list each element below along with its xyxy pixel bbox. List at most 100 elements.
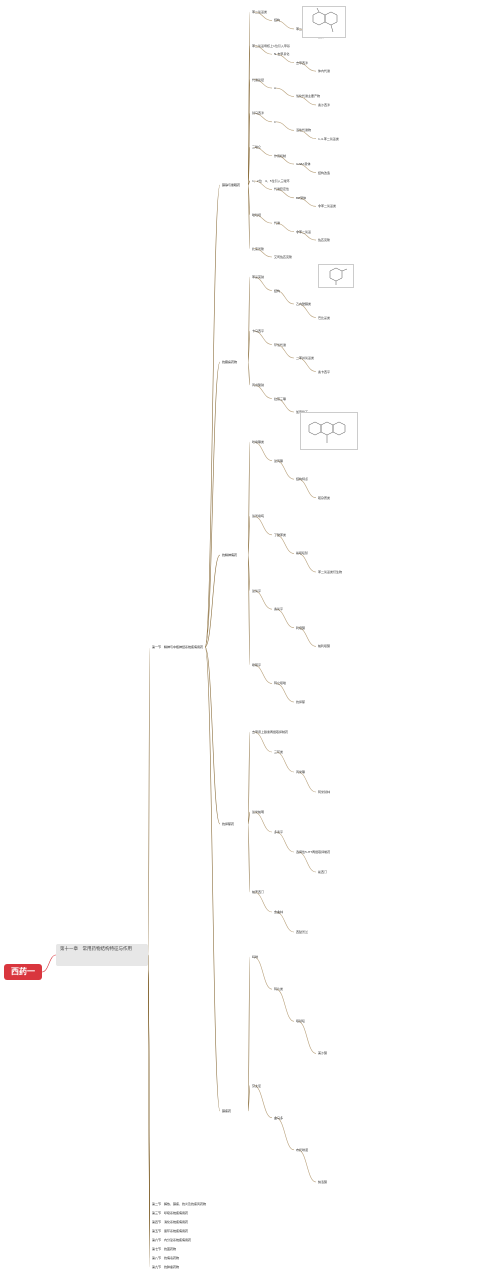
label-node-24[interactable]: 唑吡坦 [252, 212, 262, 217]
label-node-9[interactable]: A [274, 86, 277, 91]
label-node-61[interactable]: 多塞平 [274, 830, 284, 834]
label-node-70[interactable]: 美沙酮 [318, 1051, 328, 1056]
topic-node-2[interactable]: 抗癫痫药物 [222, 360, 238, 364]
label-node-12[interactable]: 替马西泮 [252, 111, 265, 116]
connector-line [147, 647, 151, 956]
chapter-node-1[interactable]: 第一节 精神与中枢神经系统疾病用药 [152, 645, 204, 649]
label-node-36[interactable]: 二苯并氮䓬类 [296, 356, 315, 360]
connector-line [247, 823, 251, 893]
label-node-42[interactable]: 氯丙嗪 [274, 458, 284, 463]
label-node-21[interactable]: 代谢稳定性 [274, 187, 290, 192]
chapter-node-9[interactable]: 第九节 抗肿瘤药物 [152, 1265, 180, 1269]
chapter-node-8[interactable]: 第八节 抗病毒药物 [152, 1256, 180, 1260]
label-node-32[interactable]: 乙内酰脲类 [296, 302, 312, 306]
label-node-47[interactable]: 氟哌啶醇 [296, 551, 309, 556]
label-node-69[interactable]: 哌替啶 [296, 1019, 306, 1024]
label-node-0[interactable]: 苯二氮䓬类 [252, 10, 268, 14]
label-node-44[interactable]: 硫杂蒽类 [318, 495, 331, 500]
label-node-52[interactable]: 帕利哌酮 [318, 644, 331, 649]
label-node-58[interactable]: 丙米嗪 [296, 770, 306, 774]
chapter-node-2[interactable]: 第二节 解热、镇痛、抗炎及抗痛风药物 [152, 1202, 207, 1206]
chapter-node-4[interactable]: 第四节 消化系统疾病用药 [152, 1220, 189, 1224]
section-node[interactable]: 第十一章 常用药物结构特征与作用 [56, 944, 148, 966]
connector-line [297, 771, 317, 793]
label-node-54[interactable]: 阿立哌唑 [274, 681, 287, 686]
connector-line [297, 357, 317, 372]
topic-node-1[interactable]: 镇静与催眠药 [222, 183, 241, 187]
label-node-67[interactable]: 吗啡 [252, 955, 259, 959]
label-node-48[interactable]: 苯二氮䓬类衍生物 [318, 570, 343, 574]
label-node-38[interactable]: 丙戊酸钠 [252, 383, 265, 387]
label-node-10[interactable]: 氧化代谢主要产物 [296, 94, 321, 99]
label-node-53[interactable]: 喹硫平 [252, 662, 262, 667]
label-node-22[interactable]: BZ受体 [296, 195, 307, 200]
label-node-39[interactable]: 拉莫三嗪 [274, 396, 287, 401]
label-node-63[interactable]: 氟西汀 [318, 870, 328, 874]
label-node-37[interactable]: 奥卡西平 [318, 369, 331, 374]
label-node-49[interactable]: 氯氮平 [252, 588, 262, 593]
label-node-51[interactable]: 利培酮 [296, 625, 306, 630]
label-node-16[interactable]: 三唑仑 [252, 145, 262, 150]
label-node-45[interactable]: 氯普噻吨 [252, 514, 265, 519]
label-node-20[interactable]: 1、2位 4、5位引入三唑环 [252, 178, 290, 183]
connector-line [247, 361, 251, 386]
label-node-11[interactable]: 奥沙西泮 [318, 102, 331, 107]
label-node-50[interactable]: 奥氮平 [274, 607, 284, 612]
connector-line [297, 197, 317, 207]
connector-line [297, 96, 317, 106]
label-node-65[interactable]: 舍曲林 [274, 910, 284, 914]
label-node-71[interactable]: 芬太尼 [252, 1083, 262, 1088]
label-node-56[interactable]: 去甲肾上腺素再摄取抑制药 [252, 730, 289, 734]
chapter-node-6[interactable]: 第六节 内分泌系统疾病用药 [152, 1238, 192, 1242]
label-node-66[interactable]: 西酞普兰 [296, 930, 309, 934]
label-node-35[interactable]: 环氧代谢 [274, 342, 287, 347]
connector-line [297, 478, 317, 499]
topic-node-4[interactable]: 抗抑郁药 [222, 822, 235, 826]
label-node-8[interactable]: 代谢途径 [252, 77, 265, 82]
chapter-node-5[interactable]: 第五节 循环系统疾病用药 [152, 1229, 189, 1233]
label-node-19[interactable]: 结构改造 [318, 170, 331, 175]
label-node-26[interactable]: 非苯二氮䓬 [296, 229, 312, 234]
label-node-34[interactable]: 卡马西平 [252, 329, 265, 333]
label-node-41[interactable]: 吩噻嗪类 [252, 440, 265, 444]
label-node-31[interactable]: 结构 [274, 288, 281, 293]
chapter-node-3[interactable]: 第三节 呼吸系统疾病用药 [152, 1211, 189, 1215]
topic-node-3[interactable]: 抗精神病药 [222, 553, 238, 557]
label-node-59[interactable]: 阿米替林 [318, 790, 331, 794]
label-node-60[interactable]: 氯米帕明 [252, 810, 265, 814]
label-node-29[interactable]: 艾司佐匹克隆 [274, 255, 293, 259]
label-node-46[interactable]: 丁酰苯类 [274, 532, 287, 537]
connector-line [204, 646, 221, 825]
label-node-73[interactable]: 布托啡诺 [296, 1147, 309, 1152]
label-node-64[interactable]: 帕罗西汀 [252, 890, 265, 894]
label-node-17[interactable]: 作用机制 [274, 153, 287, 158]
label-node-72[interactable]: 曲马多 [274, 1115, 284, 1120]
topic-node-5[interactable]: 镇痛药 [222, 1109, 232, 1113]
connector-line [204, 646, 221, 1112]
label-node-15[interactable]: 1,4-苯二氮䓬类 [318, 136, 339, 141]
label-node-28[interactable]: 扎来普隆 [252, 246, 265, 251]
label-node-68[interactable]: 阿片类 [274, 987, 284, 992]
label-node-33[interactable]: 巴比妥类 [318, 315, 331, 320]
label-node-4[interactable]: 苯二氮䓬母核上1位引入甲基 [252, 43, 290, 48]
label-node-57[interactable]: 三环类 [274, 750, 284, 754]
root-node[interactable]: 西药一 [4, 964, 42, 980]
label-node-5[interactable]: N-去甲基化 [274, 52, 290, 57]
label-node-43[interactable]: 结构特点 [296, 477, 309, 482]
label-node-30[interactable]: 苯妥英钠 [252, 275, 265, 279]
chapter-node-7[interactable]: 第七节 抗菌药物 [152, 1247, 177, 1251]
connector-line [204, 184, 221, 648]
label-node-55[interactable]: 抗抑郁 [296, 700, 306, 704]
label-node-6[interactable]: 去甲西泮 [296, 60, 309, 65]
label-node-13[interactable]: C [274, 119, 277, 124]
label-node-27[interactable]: 佐匹克隆 [318, 238, 331, 243]
label-node-62[interactable]: 选择性5-HT再摄取抑制药 [296, 850, 331, 854]
label-node-25[interactable]: 代谢 [274, 221, 281, 226]
label-node-23[interactable]: 非苯二氮䓬类 [318, 204, 337, 209]
label-node-18[interactable]: GABA受体 [296, 162, 311, 167]
label-node-7[interactable]: 体内代谢 [318, 69, 331, 74]
label-node-14[interactable]: 活性代谢物 [296, 128, 312, 133]
label-node-74[interactable]: 纳洛酮 [318, 1180, 328, 1184]
connector-line [253, 811, 273, 833]
label-node-1[interactable]: 结构 [274, 18, 281, 23]
